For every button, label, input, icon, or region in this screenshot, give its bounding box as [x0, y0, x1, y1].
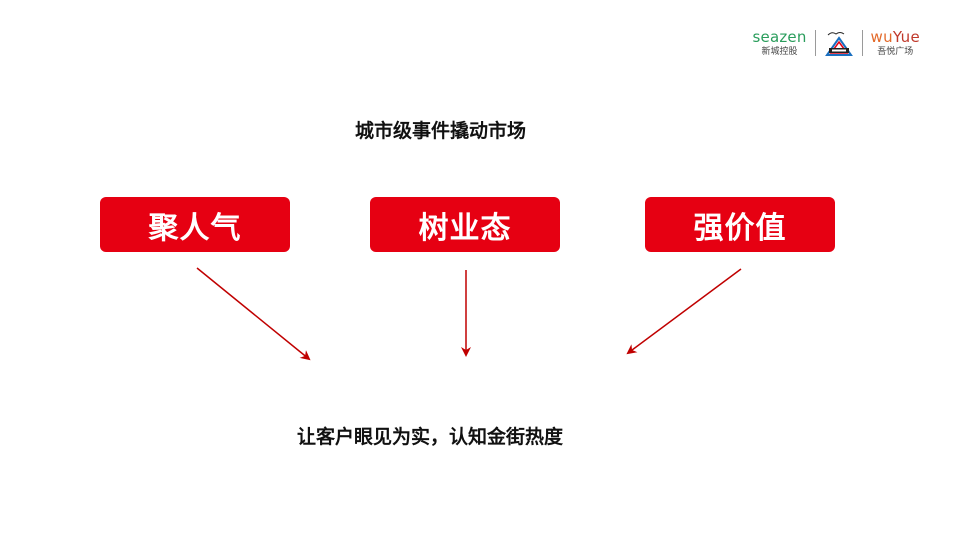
seazen-wordmark: seazen	[752, 27, 807, 46]
wuyue-logo: wuYue 吾悦广场	[870, 27, 920, 57]
logo-bar: seazen 新城控股 wuYue 吾悦广场	[753, 26, 921, 60]
pill-build-business-format: 树业态	[370, 197, 560, 252]
pill-strengthen-value: 强价值	[645, 197, 835, 252]
wuyue-wordmark-part2: Yue	[892, 27, 920, 46]
brand-triangle-logo-icon	[824, 29, 854, 57]
wuyue-wordmark-part1: wu	[870, 27, 893, 46]
logo-divider	[861, 30, 863, 56]
wuyue-wordmark: wuYue	[870, 27, 920, 46]
arrow-right	[626, 268, 742, 355]
pill-gather-popularity: 聚人气	[100, 197, 290, 252]
logo-divider	[814, 30, 816, 56]
seazen-subtitle: 新城控股	[761, 46, 798, 57]
seazen-logo: seazen 新城控股	[752, 27, 807, 57]
conclusion-text: 让客户眼见为实，认知金街热度	[297, 426, 564, 448]
wuyue-subtitle: 吾悦广场	[877, 46, 914, 57]
headline: 城市级事件撬动市场	[355, 120, 527, 142]
arrow-left	[196, 267, 311, 361]
